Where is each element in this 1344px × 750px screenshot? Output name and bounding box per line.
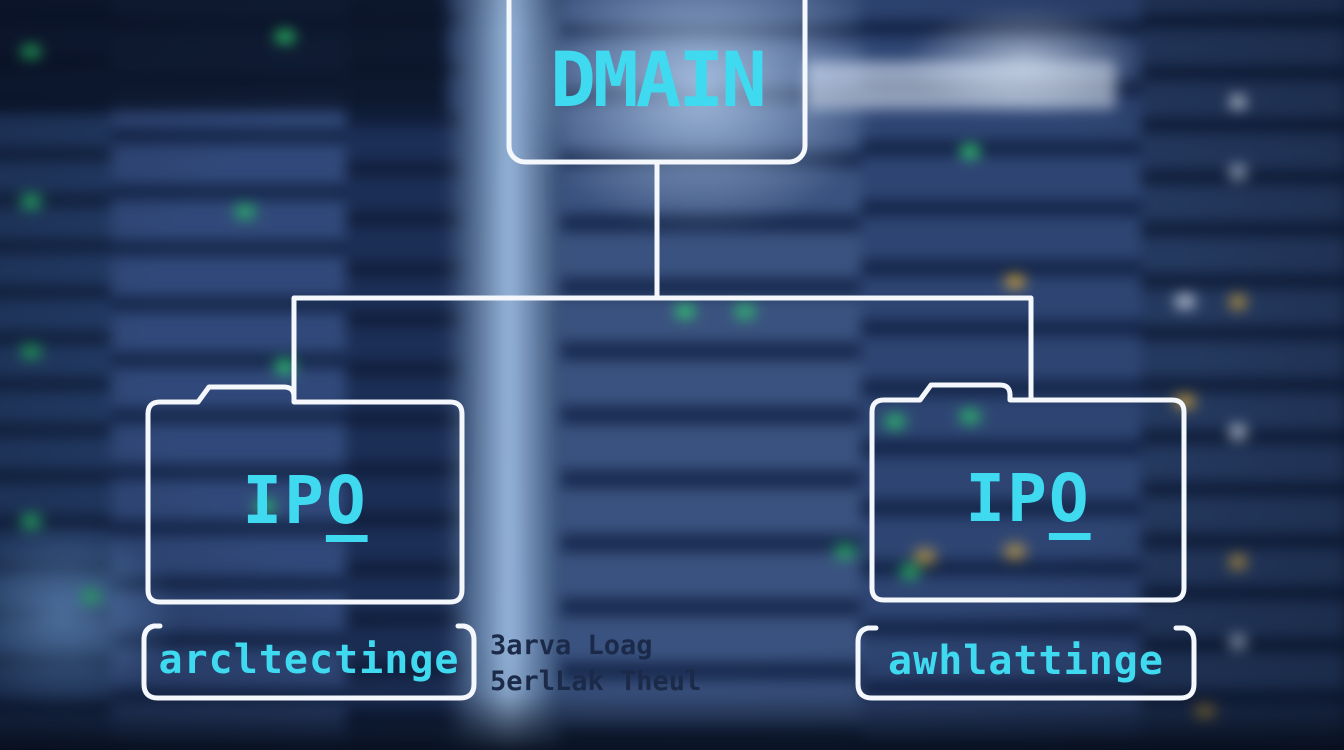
center-note-line2: 5erlLak Theul	[490, 666, 702, 698]
right-caption-bracket	[855, 625, 1197, 701]
root-node-label: DMAIN	[550, 34, 767, 124]
green-led-cluster	[22, 46, 40, 57]
right-caption-label: awhlattinge	[888, 638, 1164, 684]
left-folder-outline	[145, 384, 465, 605]
left-caption-label: arcltectinge	[158, 637, 460, 683]
led-column	[1231, 96, 1245, 108]
green-led-cluster	[276, 31, 294, 42]
left-caption-bracket	[141, 623, 477, 701]
connector-lines	[291, 160, 1034, 403]
server-rack-column	[861, 0, 1141, 750]
yellow-led-cluster	[1006, 276, 1024, 287]
right-folder-label-underlined: O	[1048, 459, 1091, 537]
center-note: 3arva Loag 5erlLak Theul	[490, 628, 701, 701]
green-led-cluster	[961, 146, 979, 157]
green-led-cluster	[676, 306, 694, 317]
bottom-shadow	[0, 694, 1344, 750]
left-folder-label-main: IP	[242, 461, 326, 539]
center-note-line1: 3arva Loag	[490, 630, 653, 661]
server-rack-column	[346, 0, 461, 750]
glow-highlight	[906, 6, 1146, 116]
left-folder-label-underlined: O	[325, 461, 368, 539]
right-folder-outline	[869, 382, 1187, 603]
glow-highlight	[521, 0, 881, 236]
right-folder-label-main: IP	[965, 459, 1049, 537]
server-rack-column	[1141, 0, 1344, 750]
dark-panel	[0, 0, 446, 111]
